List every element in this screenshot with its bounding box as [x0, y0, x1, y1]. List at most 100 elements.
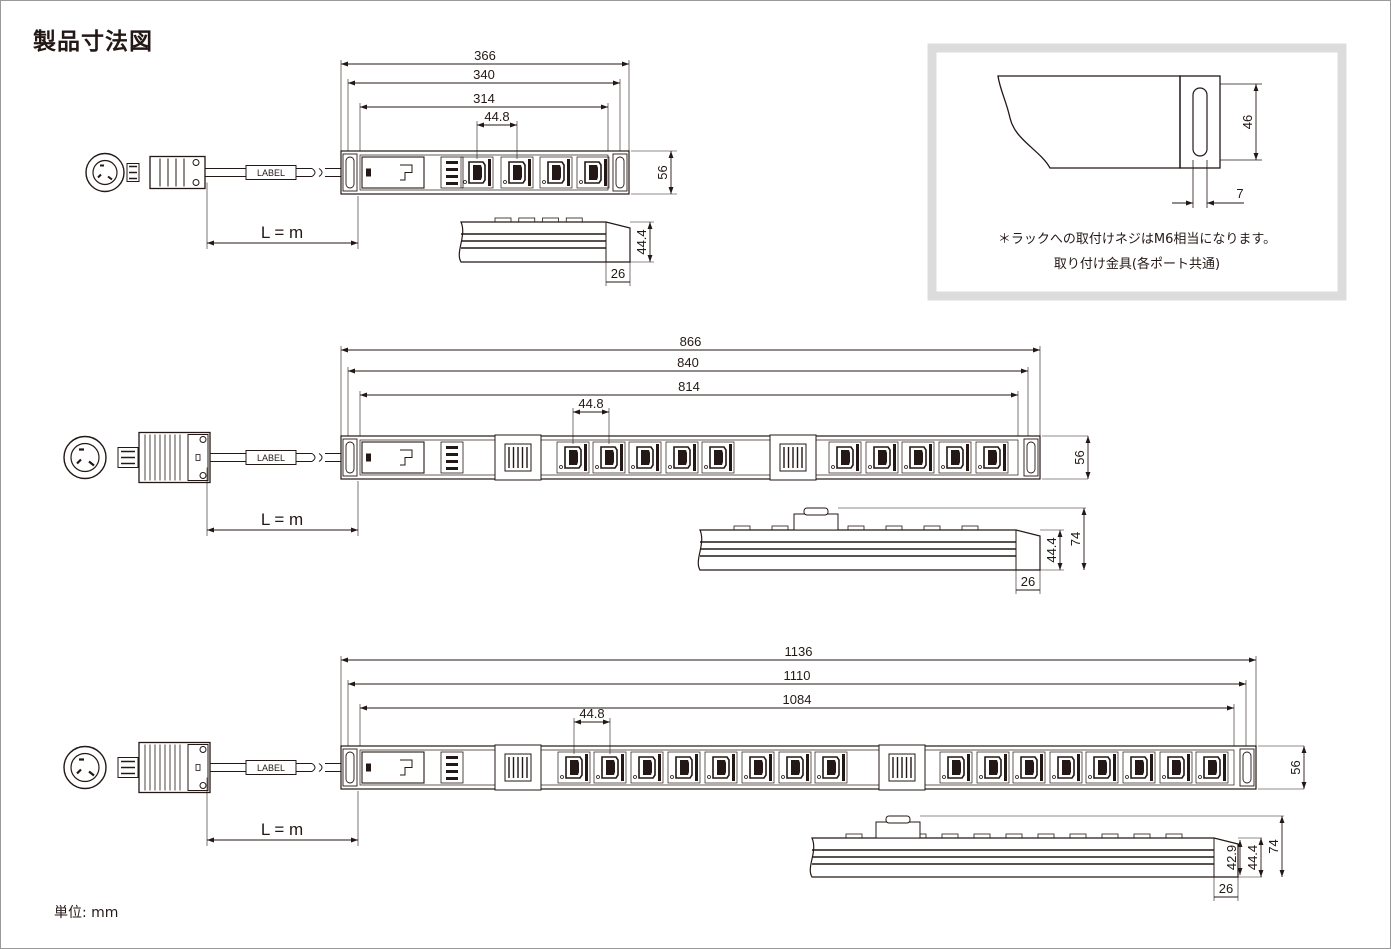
cable-label-text: LABEL — [257, 763, 285, 773]
outlet-socket — [1020, 756, 1038, 779]
monitor-module-port — [888, 753, 916, 782]
side-inner-depth-label: 42.9 — [1224, 845, 1239, 870]
outlet-socket — [873, 446, 891, 469]
mount-slot-left — [345, 156, 355, 189]
cable-label-tag — [245, 165, 297, 180]
plug-prongs — [76, 448, 95, 467]
outlet-number-mark — [1077, 754, 1080, 781]
breaker-module — [361, 441, 425, 474]
side-view-outlet — [961, 525, 979, 531]
breaker-pin — [366, 168, 371, 177]
outlet-frame — [938, 441, 972, 474]
cable-length-dimension: L = m — [206, 777, 359, 846]
outlet-10 — [976, 751, 1010, 784]
outlet-indicator — [503, 180, 507, 184]
side-view-outlet — [565, 217, 583, 223]
breaker-switch — [400, 449, 413, 466]
side-view-outlet — [494, 217, 512, 223]
outlet-socket-inner — [552, 165, 561, 180]
bracket-note-caption: 取り付け金具(各ポート共通) — [1054, 256, 1220, 272]
port-pitch-dimension: 44.8 — [476, 109, 518, 159]
outlet-indicator — [463, 180, 467, 184]
plug-face-ring — [70, 442, 100, 473]
side-view-outlet — [733, 525, 751, 531]
outlet-socket — [947, 756, 965, 779]
mount-slot-right — [615, 156, 625, 189]
cable-length-dimension: L = m — [206, 467, 359, 536]
side-total-height-label: 74 — [1068, 532, 1083, 546]
side-depth-label: 44.4 — [1044, 537, 1059, 562]
breaker-module — [361, 156, 425, 189]
cable-break — [311, 453, 323, 462]
plug-prongs — [97, 164, 113, 181]
outlet-socket — [712, 756, 730, 779]
mount-pitch-label: 1110 — [784, 668, 811, 683]
outlet-3 — [628, 441, 662, 474]
outlet-13 — [1085, 751, 1119, 784]
outlet-socket — [601, 756, 619, 779]
outlet-socket — [508, 161, 526, 184]
port-pitch-dimension: 44.8 — [572, 396, 610, 444]
plug-face — [63, 435, 107, 480]
outlet-indicator — [579, 180, 583, 184]
outlet-5 — [701, 441, 735, 474]
outlet-socket — [1093, 756, 1111, 779]
monitor-module — [769, 434, 817, 481]
page-title: 製品寸法図 — [33, 29, 153, 55]
outlet-frame — [1122, 751, 1156, 784]
rating-label — [440, 156, 464, 189]
outlet-frame — [704, 751, 738, 784]
outlet-indicator — [941, 465, 945, 469]
outlet-indicator — [1125, 775, 1129, 779]
outlet-3 — [539, 156, 573, 189]
outlet-14 — [1122, 751, 1156, 784]
outlet-frame — [741, 751, 775, 784]
breaker-pin — [366, 453, 371, 462]
body-face — [359, 439, 1019, 476]
outlet-5 — [704, 751, 738, 784]
outlet-number-mark — [620, 444, 623, 471]
power-plug — [85, 152, 206, 193]
side-view-outlet — [1069, 833, 1087, 839]
body-length-label: 314 — [473, 91, 495, 106]
plug-screw — [192, 159, 200, 166]
body-height-label: 56 — [1288, 760, 1303, 774]
outlet-socket-inner — [989, 760, 998, 775]
outlet-4 — [576, 156, 610, 189]
side-depth-label: 44.4 — [1245, 845, 1260, 870]
outlet-socket-inner — [680, 760, 689, 775]
outlet-socket-inner — [1025, 760, 1034, 775]
outlet-indicator — [781, 775, 785, 779]
outlet-frame — [814, 751, 848, 784]
cable-label-text: LABEL — [257, 168, 285, 178]
plug-body — [149, 155, 206, 190]
plug-face-ring — [70, 752, 100, 783]
outlet-number-mark — [1040, 754, 1043, 781]
overall-length-label: 1136 — [785, 644, 813, 659]
side-view-profile — [458, 221, 631, 263]
outlet-frame — [939, 751, 973, 784]
outlet-10 — [975, 441, 1009, 474]
rating-label-mark — [446, 763, 458, 766]
outlet-socket-inner — [717, 760, 726, 775]
port-pitch-label: 44.8 — [579, 706, 604, 721]
plug-mark — [195, 764, 201, 771]
mount-pitch-label: 340 — [473, 67, 495, 82]
mount-ear-left — [342, 153, 358, 192]
mount-slot-left — [345, 441, 355, 474]
outlet-indicator — [595, 465, 599, 469]
cable-label-tag — [245, 450, 297, 465]
outlet-socket — [584, 161, 602, 184]
mount-ear-left — [342, 438, 358, 477]
outlet-4 — [665, 441, 699, 474]
side-view-outlet — [1037, 833, 1055, 839]
outlet-number-mark — [658, 754, 661, 781]
body-height-label: 56 — [655, 165, 670, 179]
outlet-socket — [786, 756, 804, 779]
plug-screw — [199, 472, 207, 479]
breaker-switch — [400, 759, 413, 776]
outlet-number-mark — [1187, 754, 1190, 781]
